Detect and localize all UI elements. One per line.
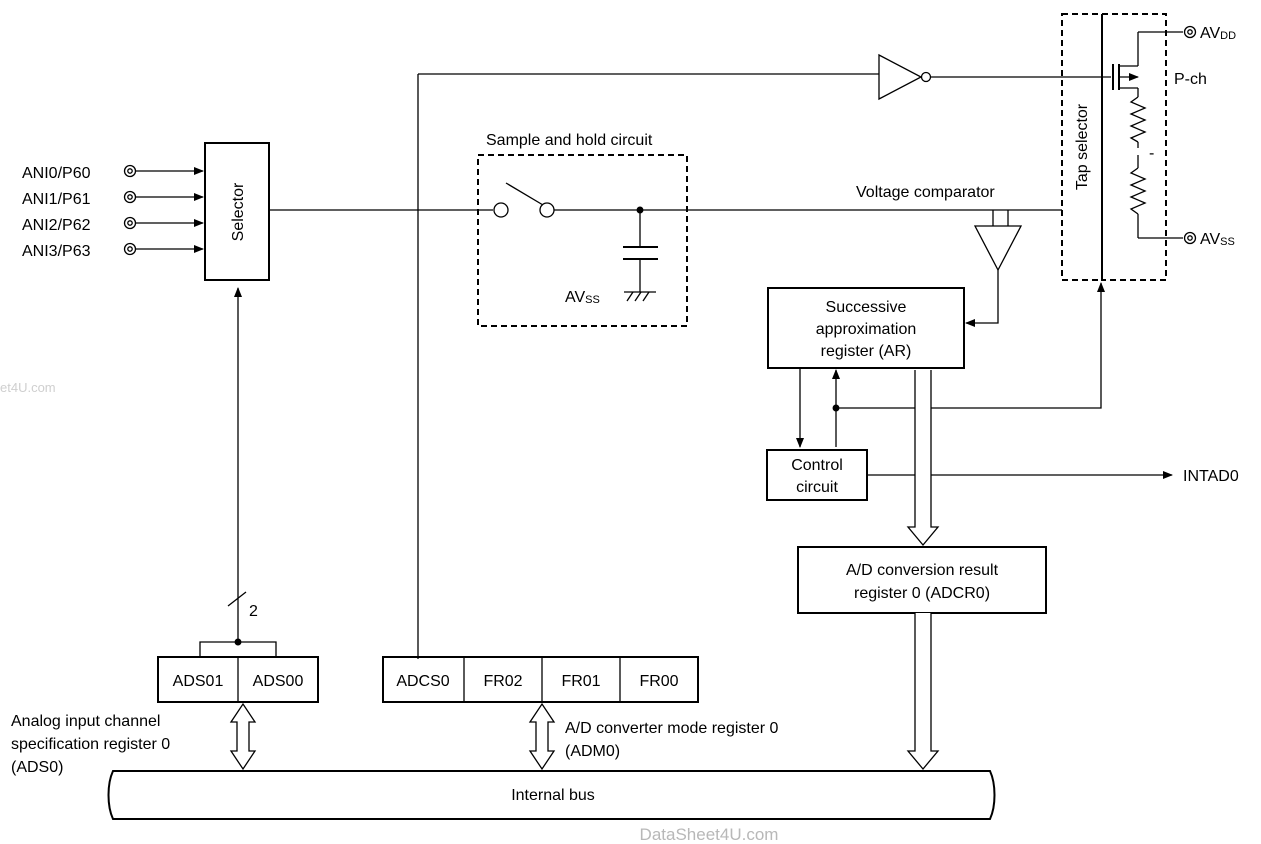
fr00-bit: FR00	[639, 673, 678, 690]
ads0-caption-2: specification register 0	[11, 736, 170, 753]
input-pins	[123, 164, 204, 256]
adm0-bus-arrow	[528, 702, 556, 771]
fr02-bit: FR02	[483, 673, 522, 690]
inverter-symbol	[878, 53, 923, 101]
selector-box	[204, 142, 270, 281]
switch	[493, 182, 555, 218]
comparator-label: Voltage comparator	[856, 184, 995, 201]
tap-selector-box	[1061, 13, 1103, 281]
control-line2: circuit	[796, 479, 838, 496]
ads0-caption-3: (ADS0)	[11, 759, 63, 776]
internal-bus-label: Internal bus	[511, 787, 595, 804]
label-ani3: ANI3/P63	[22, 243, 91, 260]
pin-ani1	[123, 190, 204, 204]
hold-capacitor	[623, 246, 658, 260]
sample-hold-title: Sample and hold circuit	[486, 132, 653, 149]
ads0-bus-arrow	[229, 702, 257, 771]
selector-label: Selector	[230, 182, 247, 241]
ads00-bit: ADS00	[253, 673, 304, 690]
bus-width-label: 2	[249, 603, 258, 620]
avss-pin	[1183, 231, 1197, 245]
sar-box	[767, 287, 965, 369]
adm0-caption-2: (ADM0)	[565, 743, 620, 760]
label-ani1: ANI1/P61	[22, 191, 91, 208]
sh-avss-label: AVSS	[565, 289, 600, 306]
label-ani0: ANI0/P60	[22, 165, 91, 182]
adm0-caption-1: A/D converter mode register 0	[565, 720, 779, 737]
ads0-caption-1: Analog input channel	[11, 713, 160, 730]
adcr-line1: A/D conversion result	[846, 562, 999, 579]
label-ani2: ANI2/P62	[22, 217, 91, 234]
ladder-dash: -	[1149, 145, 1154, 162]
sar-line3: register (AR)	[821, 343, 912, 360]
internal-bus	[107, 770, 996, 820]
watermark-left: et4U.com	[0, 380, 56, 395]
fr01-bit: FR01	[561, 673, 600, 690]
adcr-line2: register 0 (ADCR0)	[854, 585, 990, 602]
sar-line2: approximation	[816, 321, 917, 338]
sar-line1: Successive	[826, 299, 907, 316]
pin-ani3	[123, 242, 204, 256]
avdd-pin	[1183, 25, 1197, 39]
adm0-register	[382, 656, 699, 703]
avss-label: AVSS	[1200, 231, 1235, 248]
pin-ani2	[123, 216, 204, 230]
resistor-upper	[1129, 96, 1147, 143]
intad0-label: INTAD0	[1183, 468, 1239, 485]
pch-transistor	[1112, 31, 1183, 90]
sar-to-adcr-bus	[906, 370, 940, 547]
sample-hold-box	[477, 154, 688, 327]
pch-label: P-ch	[1174, 71, 1207, 88]
resistor-lower	[1129, 167, 1147, 215]
pin-ani0	[123, 164, 204, 178]
adcr-to-bus	[906, 613, 940, 771]
watermark-bottom: DataSheet4U.com	[640, 825, 779, 844]
avdd-label: AVDD	[1200, 25, 1236, 42]
tap-selector-label: Tap selector	[1074, 103, 1091, 190]
adcr-box	[797, 546, 1047, 614]
svg-text:AVSS: AVSS	[565, 289, 600, 306]
adcs0-bit: ADCS0	[396, 673, 449, 690]
control-line1: Control	[791, 457, 843, 474]
resistor-ladder-box	[1101, 13, 1167, 281]
comparator-symbol	[973, 225, 1023, 272]
ads01-bit: ADS01	[173, 673, 224, 690]
ground-symbol	[624, 291, 656, 302]
